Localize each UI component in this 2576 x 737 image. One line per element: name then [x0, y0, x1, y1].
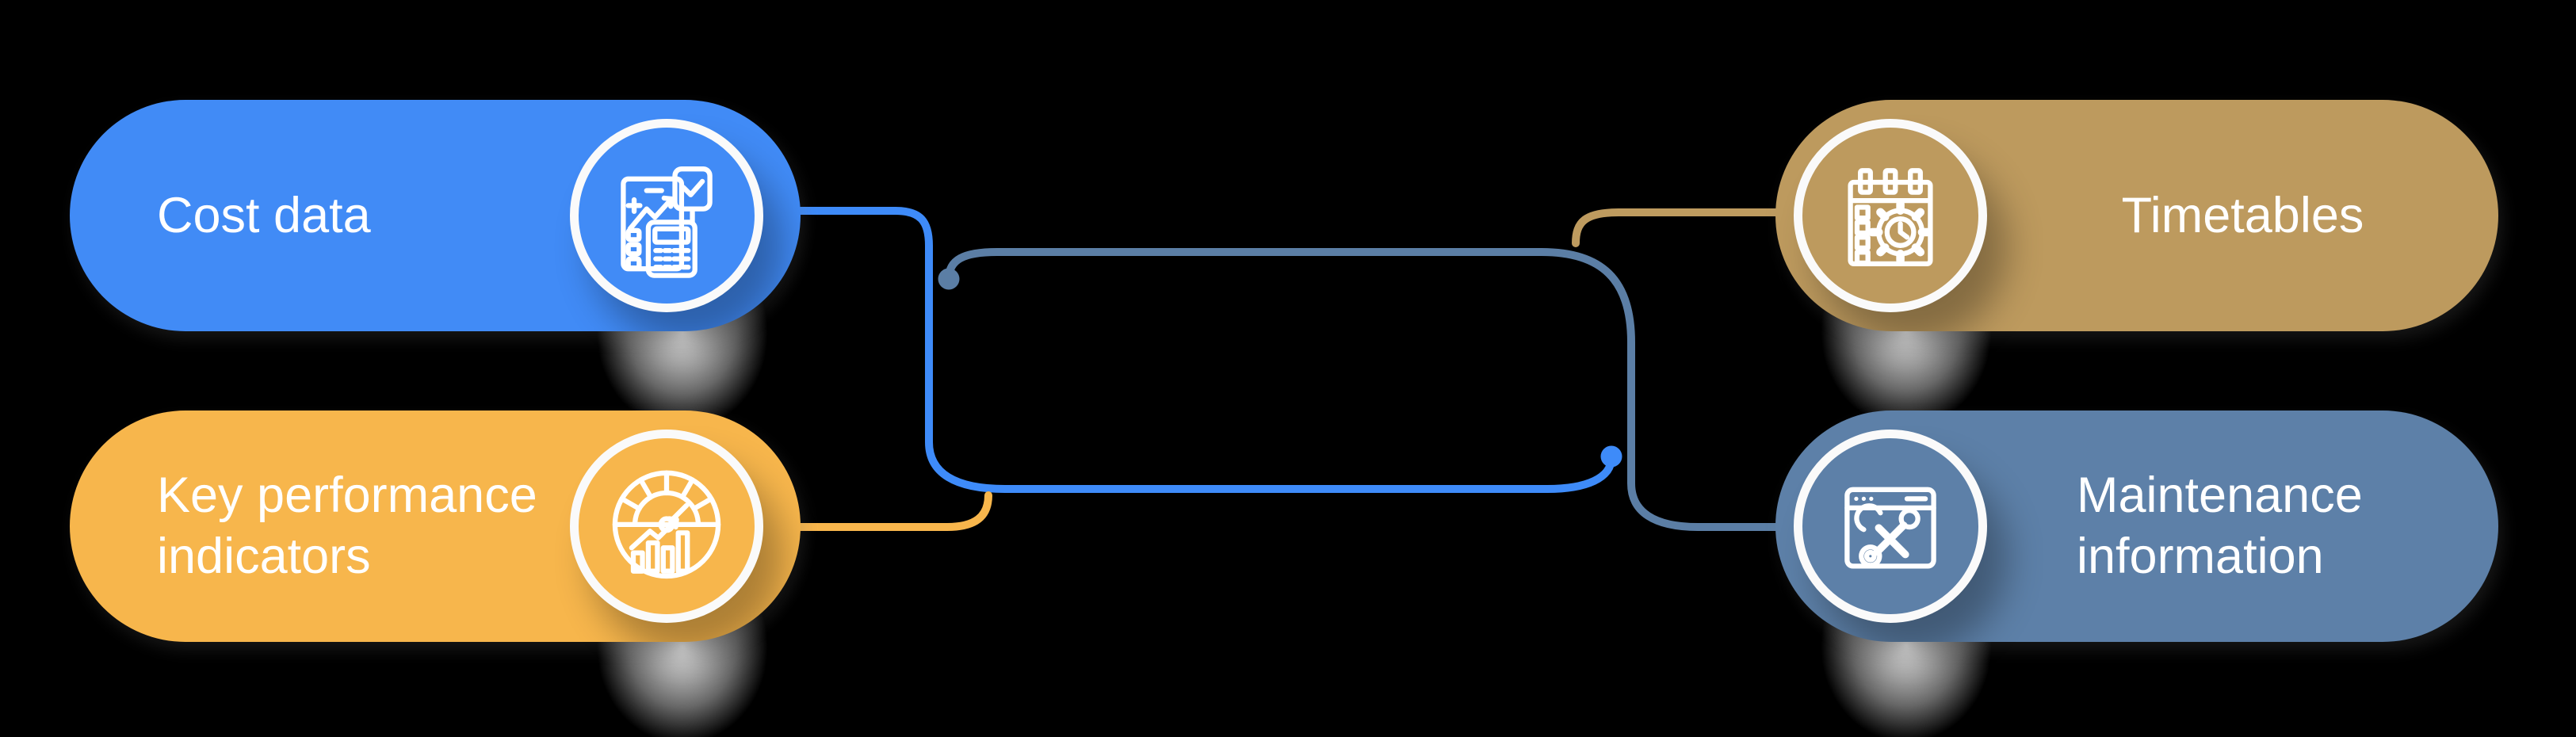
cost-report-calculator-icon — [621, 166, 713, 278]
node-label-line: information — [2077, 529, 2324, 584]
connector-box-to-maintenance — [945, 248, 1802, 531]
node-label-line: Cost data — [157, 187, 371, 243]
connector-cost-to-box — [793, 207, 1615, 493]
node-label: Timetables — [1987, 185, 2498, 246]
node-label: Cost data — [70, 185, 570, 246]
node-key-performance-indicators[interactable]: Key performance indicators — [70, 411, 801, 642]
timetables-icon-art — [1848, 168, 1933, 267]
kpi-icon-art — [612, 470, 721, 579]
maintenance-icon-art — [1844, 487, 1936, 569]
node-maintenance-information[interactable]: Maintenance information — [1775, 411, 2498, 642]
cost-icon-art — [621, 166, 713, 278]
node-label-line: Maintenance — [2077, 468, 2363, 524]
node-cost-data[interactable]: Cost data — [70, 100, 801, 331]
cost-report-calculator-icon — [570, 119, 763, 312]
node-label: Key performance indicators — [70, 465, 570, 587]
browser-tools-icon — [1794, 430, 1987, 623]
node-label-line: Key performance — [157, 468, 537, 524]
calendar-gear-clock-icon — [1794, 119, 1987, 312]
gauge-bar-chart-icon — [570, 430, 763, 623]
connector-start-dot-steel — [938, 268, 960, 290]
node-label-line: indicators — [157, 529, 371, 584]
node-timetables[interactable]: Timetables — [1775, 100, 2498, 331]
node-label: Maintenance information — [1987, 465, 2498, 587]
connector-end-dot-blue — [1600, 445, 1622, 468]
node-label-line: Timetables — [2121, 187, 2364, 243]
gauge-bar-chart-icon — [612, 470, 721, 579]
browser-tools-icon — [1844, 487, 1936, 569]
calendar-gear-clock-icon — [1848, 168, 1933, 267]
connector-kpi-to-box — [793, 491, 992, 531]
connector-box-to-timetables — [1572, 208, 1802, 247]
